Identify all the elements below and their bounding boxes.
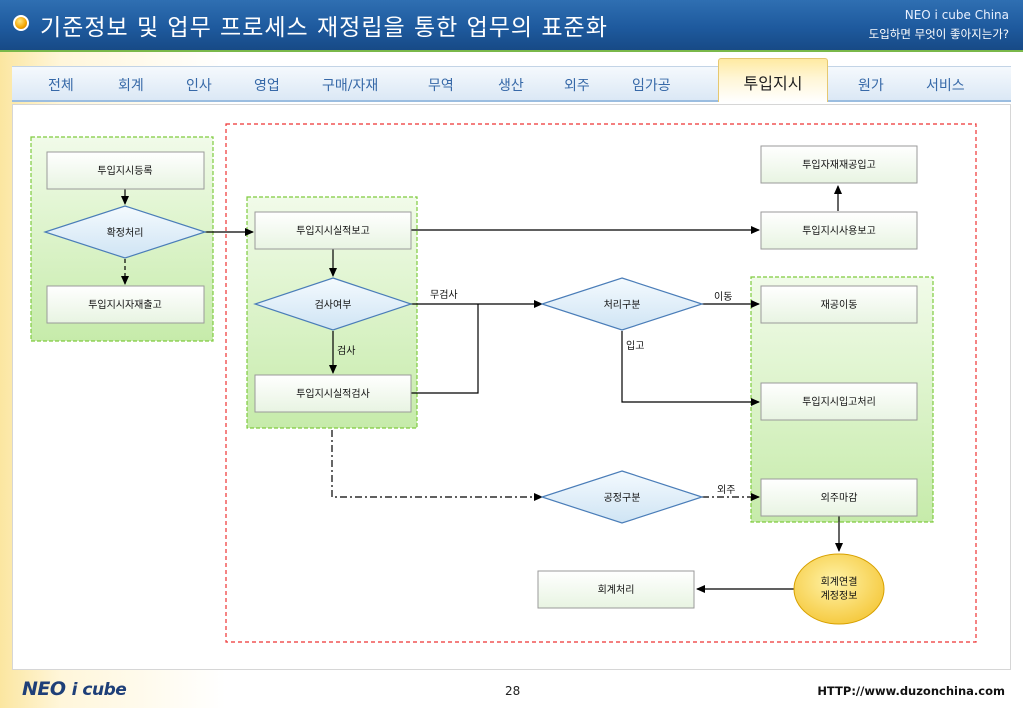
node-register: 투입지시등록 — [97, 164, 152, 177]
node-register-box — [46, 151, 205, 190]
node-accounting-link-line1: 회계연결 — [821, 576, 858, 588]
label-receipt: 입고 — [626, 339, 644, 352]
node-confirm-diamond — [43, 205, 207, 259]
slogan: 도입하면 무엇이 좋아지는가? — [868, 27, 1009, 41]
brand-name: NEO i cube China — [904, 8, 1009, 22]
node-accounting: 회계처리 — [598, 584, 635, 596]
node-accounting-box — [537, 570, 695, 609]
node-routing-type-diamond — [540, 470, 704, 524]
node-usage-report: 투입지시사용보고 — [802, 224, 876, 237]
label-outsourcing: 외주 — [717, 484, 735, 496]
node-outsourcing-close: 외주마감 — [821, 492, 858, 504]
tab-all[interactable]: 전체 — [48, 78, 74, 94]
node-issue: 투입지시자재출고 — [88, 298, 162, 311]
logo-main: NEO — [22, 678, 66, 700]
tab-hr[interactable]: 인사 — [186, 78, 212, 94]
header-bar: 기준정보 및 업무 프로세스 재정립을 통한 업무의 표준화 NEO i cub… — [0, 0, 1023, 52]
tab-production[interactable]: 생산 — [498, 78, 524, 94]
edge-inspect-routing — [331, 430, 543, 501]
footer-url[interactable]: HTTP://www.duzonchina.com — [817, 684, 1005, 698]
node-routing-type: 공정구분 — [604, 492, 641, 504]
tab-input-order[interactable]: 투입지시 — [718, 58, 828, 102]
node-receipt-process-box — [760, 382, 918, 421]
node-inspect-check: 검사여부 — [315, 299, 352, 311]
node-receipt-process: 투입지시입고처리 — [802, 395, 876, 408]
node-wip-move-box — [760, 285, 918, 324]
logo-sub: i cube — [71, 680, 127, 700]
node-inspect-check-diamond — [253, 277, 413, 331]
node-wip-move: 재공이동 — [821, 299, 858, 311]
label-inspection: 검사 — [337, 345, 355, 357]
tab-purchasing[interactable]: 구매/자재 — [322, 78, 379, 94]
scope-frame — [225, 123, 977, 643]
node-confirm: 확정처리 — [107, 227, 144, 239]
tab-subcontract[interactable]: 임가공 — [632, 78, 671, 94]
node-accounting-link-line2: 계정정보 — [821, 590, 858, 602]
node-process-type: 처리구분 — [604, 299, 641, 311]
tab-outsourcing[interactable]: 외주 — [564, 78, 590, 94]
node-result-report-box — [254, 211, 412, 250]
node-result-inspect-box — [254, 374, 412, 413]
node-result-report: 투입지시실적보고 — [296, 224, 370, 237]
node-process-type-diamond — [540, 277, 704, 331]
tab-cost[interactable]: 원가 — [858, 78, 884, 94]
bullet-icon — [13, 15, 29, 31]
node-usage-report-box — [760, 211, 918, 250]
tab-bar: 전체 회계 인사 영업 구매/자재 무역 생산 외주 임가공 원가 서비스 — [12, 66, 1011, 102]
label-move: 이동 — [714, 291, 732, 303]
footer-logo: NEO i cube — [22, 678, 127, 700]
page-number: 28 — [505, 684, 521, 698]
node-outsourcing-close-box — [760, 478, 918, 517]
tab-service[interactable]: 서비스 — [926, 78, 965, 94]
tab-trade[interactable]: 무역 — [428, 78, 454, 94]
node-result-inspect: 투입지시실적검사 — [296, 387, 370, 400]
page-title: 기준정보 및 업무 프로세스 재정립을 통한 업무의 표준화 — [40, 15, 608, 41]
node-issue-box — [46, 285, 205, 324]
tab-sales[interactable]: 영업 — [254, 78, 280, 94]
node-accounting-link-circle — [793, 553, 885, 625]
node-wip-receipt: 투입자재재공입고 — [802, 158, 876, 171]
edge-process-receipt — [621, 331, 760, 406]
label-no-inspection: 무검사 — [430, 289, 458, 301]
edge-inspect-process — [411, 304, 479, 394]
node-wip-receipt-box — [760, 145, 918, 184]
tab-accounting[interactable]: 회계 — [118, 78, 144, 94]
